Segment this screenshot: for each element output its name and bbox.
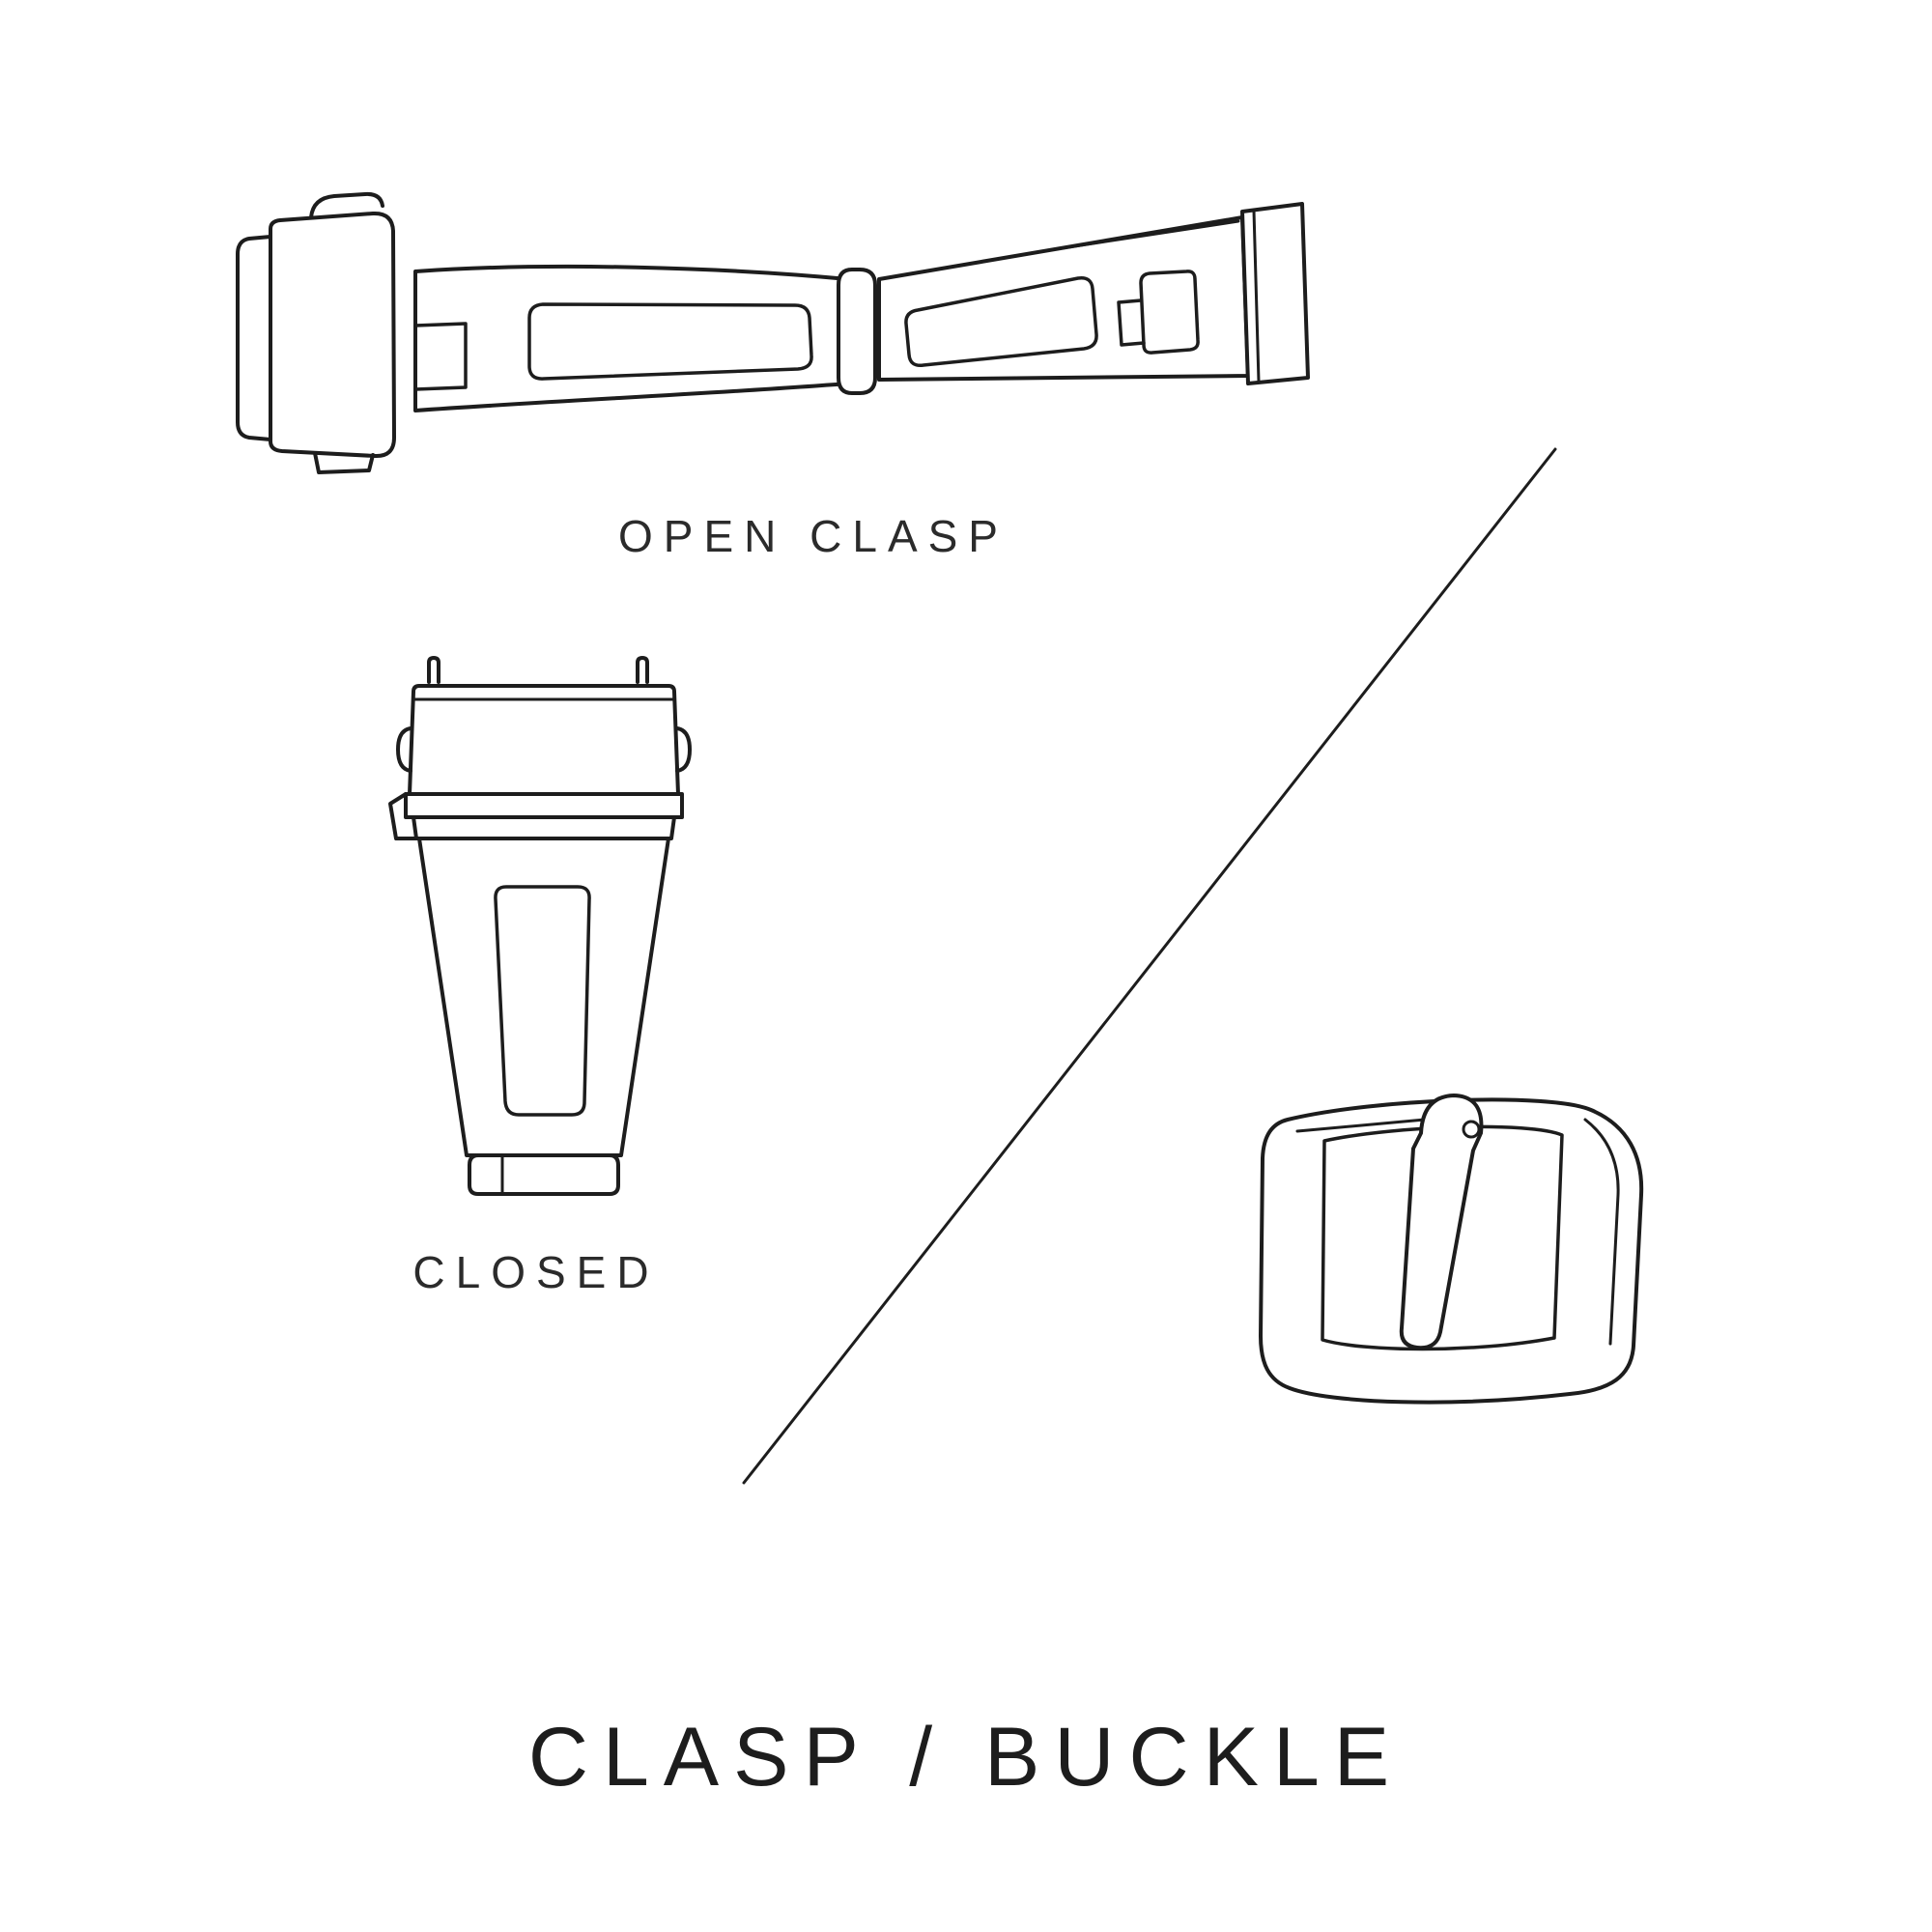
diagonal-divider — [734, 440, 1565, 1492]
closed-clasp-illustration — [384, 655, 703, 1215]
diagonal-divider-line-icon — [742, 447, 1557, 1485]
pin-buckle-illustration — [1241, 1087, 1657, 1425]
open-clasp-icon — [236, 191, 1310, 474]
page-title: CLASP / BUCKLE — [527, 1711, 1405, 1804]
pin-buckle-icon — [1259, 1094, 1644, 1405]
closed-label: CLOSED — [412, 1247, 660, 1297]
open-clasp-illustration — [222, 179, 1314, 497]
closed-clasp-icon — [388, 656, 692, 1196]
open-clasp-label: OPEN CLASP — [618, 511, 1009, 561]
